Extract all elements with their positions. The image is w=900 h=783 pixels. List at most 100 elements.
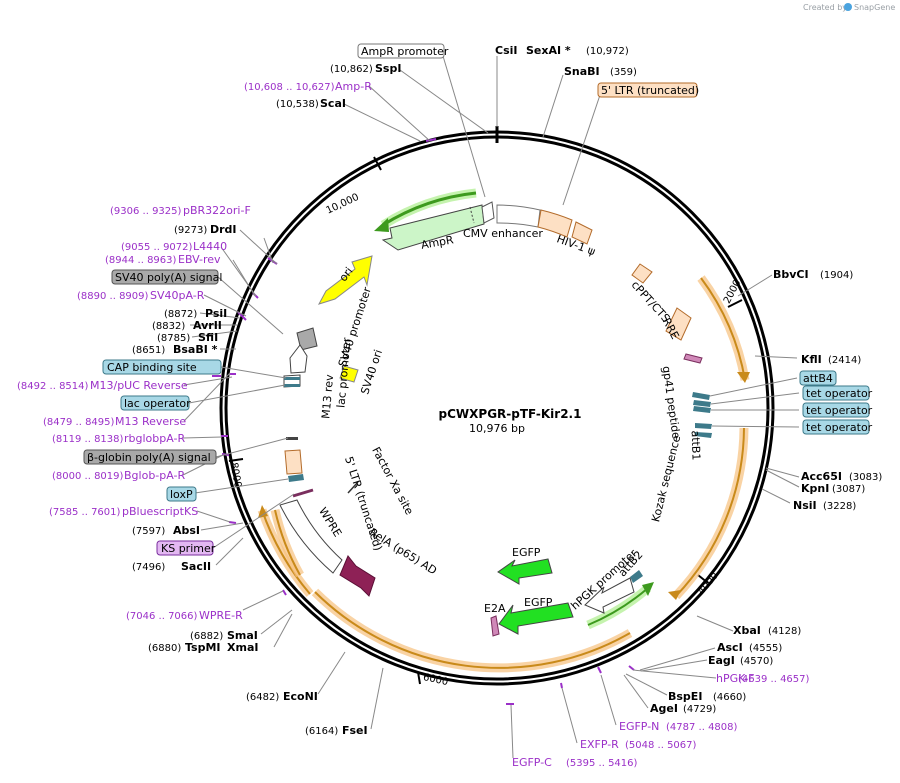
site-acc65i-pos: (3083) <box>849 472 882 483</box>
label-egfp-1: EGFP <box>512 546 541 559</box>
egfp-arrow-1 <box>497 558 553 585</box>
primer-m13rev-name: M13 Reverse <box>115 415 186 428</box>
site-csii-name: CsiI <box>495 44 517 57</box>
tick-label-6000: 6000 <box>422 672 449 688</box>
site-bsabi-name: BsaBI * <box>173 343 218 356</box>
tet-operator-2-marker <box>693 406 711 413</box>
site-avrii-name: AvrII <box>193 319 222 332</box>
site-smai-name: SmaI <box>227 629 258 642</box>
primer-hpgkf-name: hPGK-F <box>716 672 754 685</box>
tick-4000 <box>697 574 709 584</box>
egfp-arrow-2 <box>498 602 574 635</box>
site-asci-pos: (4555) <box>749 643 782 654</box>
amppromoter-box <box>357 43 445 59</box>
label-lac-promoter: lac promoter <box>334 337 353 409</box>
site-scai-pos: (10,538) <box>276 99 319 110</box>
cap-label: CAP binding site <box>107 361 197 374</box>
rela-arrow <box>339 555 376 597</box>
attb2-marker <box>630 570 643 583</box>
ks-primer-marker <box>292 488 314 498</box>
site-kfli-name: KflI <box>801 353 822 366</box>
rre-box <box>665 307 692 341</box>
arc-bottom <box>314 591 631 669</box>
arc-attb2 <box>587 587 649 626</box>
label-cmv-enhancer: CMV enhancer <box>463 227 543 240</box>
site-snabi-pos: (359) <box>610 67 637 78</box>
site-csii-pos: (10,972) <box>586 46 629 57</box>
tet-operator-1-marker <box>693 400 711 407</box>
tet3-label: tet operator <box>806 421 873 434</box>
ltr5-top-label: 5' LTR (truncated) <box>601 84 699 97</box>
amp-promoter-arrow <box>481 201 495 224</box>
primer-m13puc-pos: (8492 .. 8514) <box>17 381 89 392</box>
site-sfii-name: SfiI <box>198 331 218 344</box>
site-bsabi-pos: (8651) <box>132 345 165 356</box>
primer-egfpn-pos: (4787 .. 4808) <box>666 722 738 733</box>
primer-l4440-pos: (9055 .. 9072) <box>121 242 193 253</box>
attb4-box <box>799 370 837 386</box>
site-tspmi-name: TspMI <box>185 641 221 654</box>
sv40-promoter-box <box>296 327 318 351</box>
credit-prefix: Created by <box>803 3 847 12</box>
primer-exfpr-name: EXFP-R <box>580 738 619 751</box>
site-kfli-pos: (2414) <box>828 355 861 366</box>
attb1-marker <box>695 432 712 438</box>
primer-l4440-name: L4440 <box>193 240 227 253</box>
site-tspmi-pos: (6880) <box>148 643 181 654</box>
tet1-box <box>802 385 870 401</box>
arc-kir-upper-head <box>737 372 750 383</box>
label-wpre: WPRE <box>316 505 344 539</box>
tet2-label: tet operator <box>806 404 873 417</box>
plasmid-size: 10,976 bp <box>469 422 525 435</box>
leader-lines <box>182 55 800 759</box>
tick-label-8000: 8000 <box>228 462 243 489</box>
label-ampr: AmpR <box>420 233 455 252</box>
sv40-ori-box <box>339 365 359 383</box>
primer-egfpc-name: EGFP-C <box>512 756 552 769</box>
ampr-feature-divider <box>469 206 475 224</box>
arc-ampr-top-head <box>374 218 389 232</box>
site-asci-name: AscI <box>717 641 743 654</box>
site-avrii-pos: (8832) <box>152 321 185 332</box>
cppt-box <box>631 263 653 284</box>
ltr5-top-box <box>571 221 593 245</box>
snapgene-logo-icon <box>844 3 852 11</box>
tick-10000 <box>373 156 382 171</box>
site-smai-pos: (6882) <box>190 631 223 642</box>
site-scai-name: ScaI <box>320 97 346 110</box>
arc-kir-lower-head <box>668 590 681 600</box>
arc-kir-upper-bg <box>697 275 750 381</box>
amppromoter-label: AmpR promoter <box>361 45 449 58</box>
label-e2a: E2A <box>484 602 506 615</box>
attb4-label: attB4 <box>803 372 833 385</box>
site-csii-name2: SexAI * <box>526 44 571 57</box>
tet-operator-3-marker <box>695 423 712 429</box>
primer-pbr-pos: (9306 .. 9325) <box>110 206 182 217</box>
site-absi-pos: (7597) <box>132 526 165 537</box>
loxp-marker <box>288 474 304 482</box>
bglobin-small-marker <box>286 437 298 440</box>
site-absi-name: AbsI <box>173 524 200 537</box>
bglobin-box <box>83 449 217 465</box>
gp41-marker <box>683 353 703 364</box>
site-sspi-pos: (10,862) <box>330 64 373 75</box>
arc-ampr-top <box>382 191 477 227</box>
site-kpni-name: KpnI <box>801 482 829 495</box>
label-rela: RelA (p65) AD <box>367 526 439 578</box>
e2a-marker <box>490 615 500 637</box>
site-fsei-name: FseI <box>342 724 368 737</box>
ksprimer-label: KS primer <box>161 542 216 555</box>
arc-attb2-head <box>642 582 654 596</box>
primer-rbglob-name: rbglobpA-R <box>124 432 185 445</box>
primer-m13puc-name: M13/pUC Reverse <box>90 379 188 392</box>
label-sv40-ori: SV40 ori <box>358 348 385 396</box>
primer-wpre-pos: (7046 .. 7066) <box>126 611 198 622</box>
tick-8000 <box>228 458 244 462</box>
label-m13-rev: M13 rev <box>319 373 336 419</box>
arc-kir-lower <box>675 427 745 597</box>
site-kpni-pos: (3087) <box>832 484 865 495</box>
primer-bglob-name: Bglob-pA-R <box>124 469 186 482</box>
site-agei-name: AgeI <box>650 702 678 715</box>
arc-left-inner <box>274 509 301 576</box>
ampr-feature-arrow <box>381 204 485 251</box>
